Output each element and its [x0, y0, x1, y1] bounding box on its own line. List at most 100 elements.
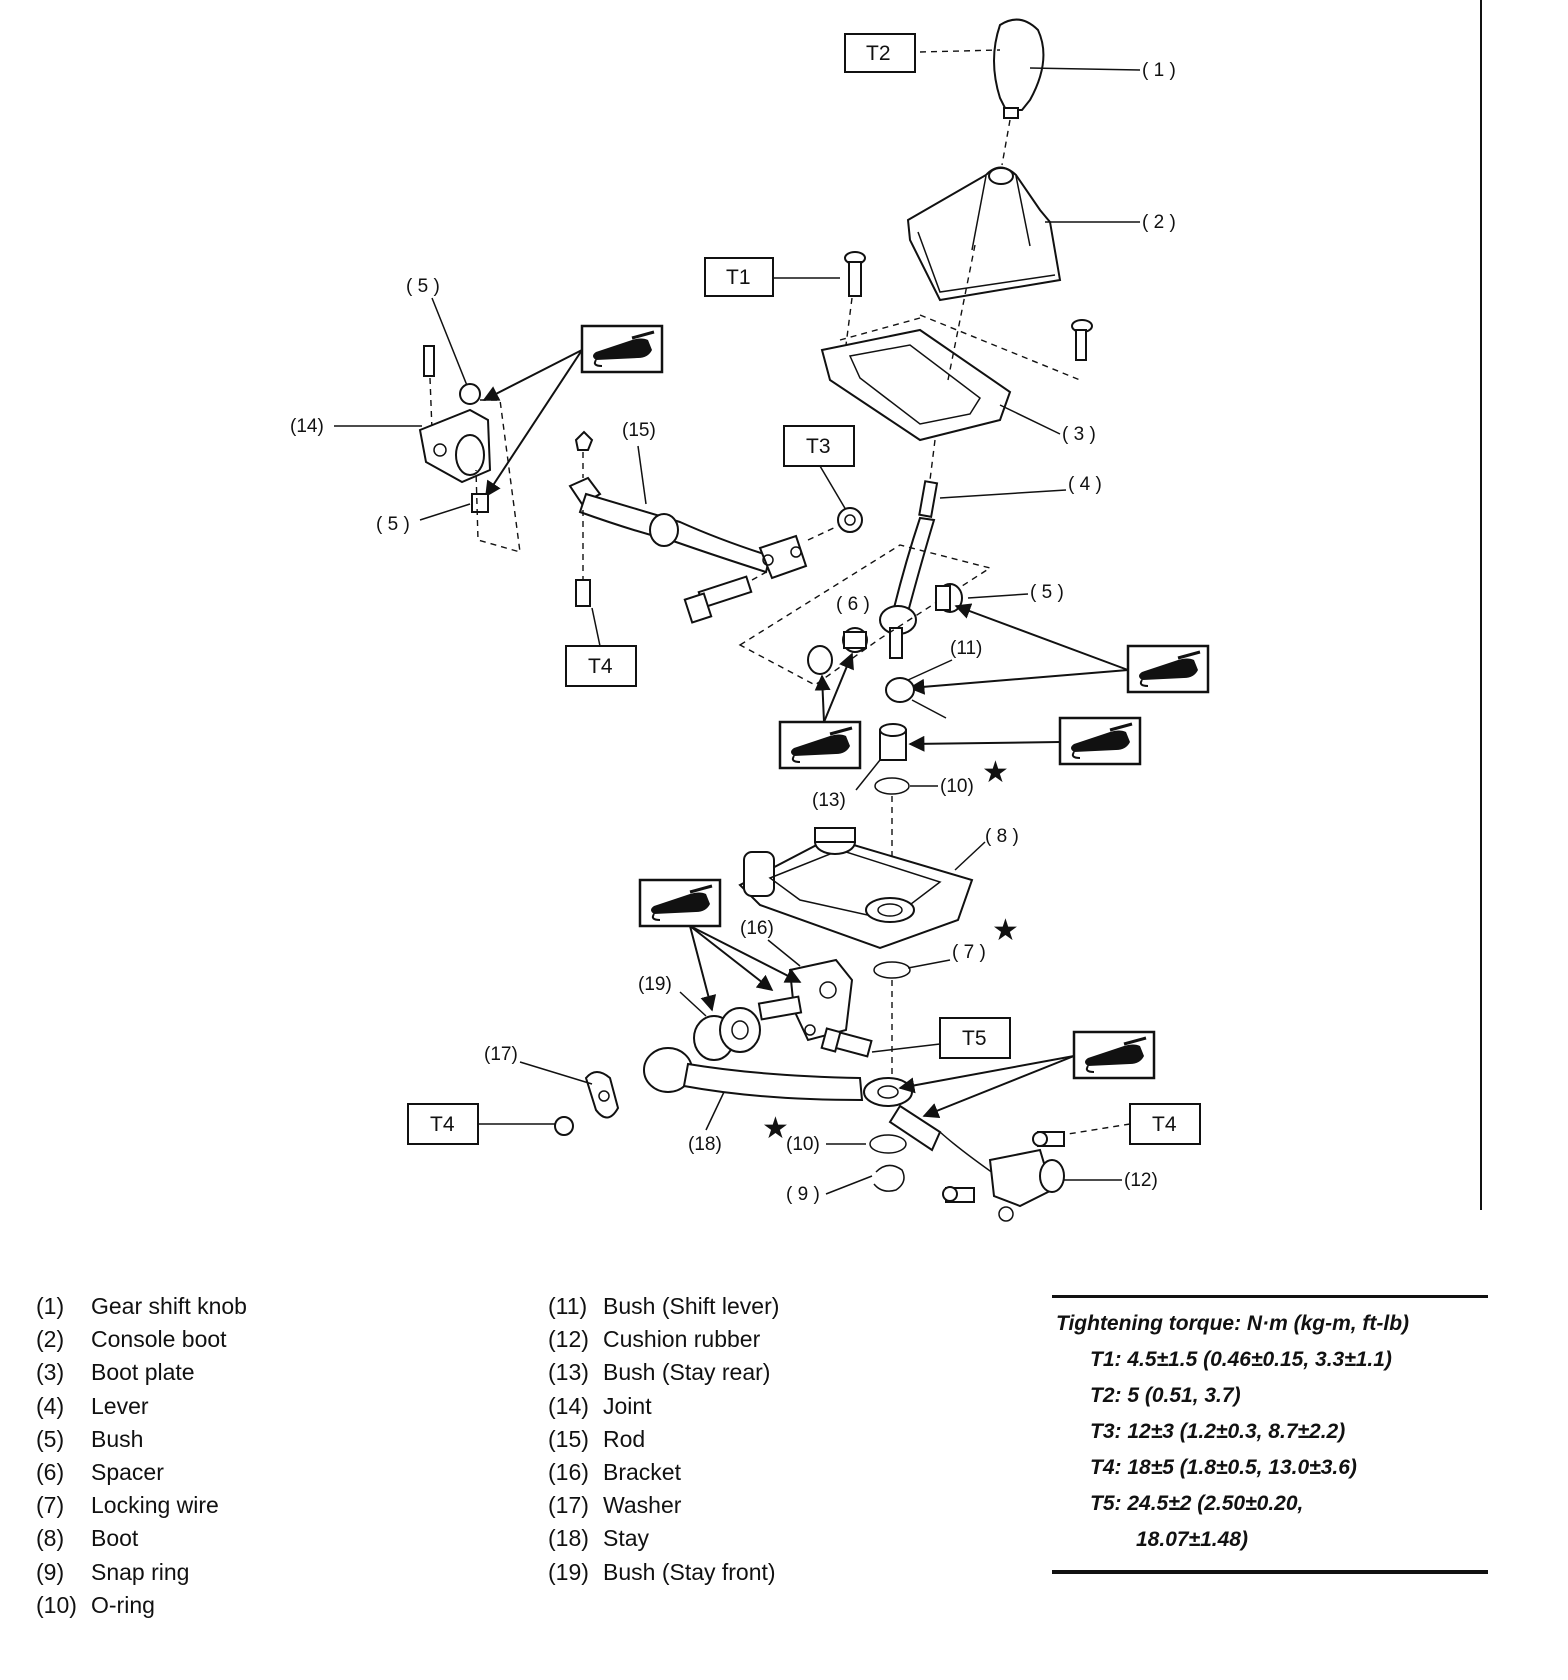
- washer: [584, 1071, 620, 1119]
- callout-1: ( 1 ): [1142, 60, 1176, 81]
- torque-label-t5: T5: [939, 1017, 1011, 1059]
- legend-item: (13)Bush (Stay rear): [548, 1359, 771, 1386]
- callout-11: (11): [950, 638, 982, 659]
- gear-shift-knob: [993, 18, 1045, 119]
- callout-12: (12): [1124, 1170, 1158, 1191]
- torque-label-t4-right: T4: [1129, 1103, 1201, 1145]
- nut: [574, 430, 594, 451]
- legend-item: (11)Bush (Shift lever): [548, 1293, 780, 1319]
- bolt: [683, 575, 753, 624]
- torque-label-t1: T1: [704, 257, 774, 297]
- tightening-torque-table: Tightening torque: N·m (kg-m, ft-lb) T1:…: [1052, 1295, 1488, 1574]
- svg-text:T1: T1: [726, 266, 751, 289]
- callout-8: ( 8 ): [985, 826, 1019, 847]
- callout-5-top: ( 5 ): [406, 276, 440, 297]
- callout-10-upper: (10): [940, 776, 974, 797]
- snap-ring: [873, 1164, 905, 1192]
- boot-plate: [820, 328, 1012, 442]
- bush-shift-lever: [885, 677, 947, 719]
- stay: [643, 1047, 1001, 1179]
- legend-item: (5)Bush: [36, 1425, 144, 1452]
- legend-item: (19)Bush (Stay front): [548, 1558, 776, 1585]
- grease-gun-icon: [638, 878, 722, 928]
- nut: [837, 507, 863, 533]
- callout-18: (18): [688, 1134, 722, 1155]
- grease-gun-icon: [778, 720, 862, 770]
- legend-item: (7)Locking wire: [36, 1492, 219, 1519]
- svg-text:T4: T4: [1152, 1113, 1177, 1136]
- legend-item: (10)O-ring: [36, 1591, 155, 1618]
- svg-text:T4: T4: [588, 655, 613, 678]
- callout-5-left: ( 5 ): [376, 514, 410, 535]
- bolt: [820, 1027, 873, 1058]
- grease-gun-icon: [580, 324, 664, 374]
- parts-legend-middle: (11)Bush (Shift lever) (12)Cushion rubbe…: [548, 1290, 779, 1589]
- bolt: [1032, 1131, 1065, 1147]
- joint: [418, 408, 492, 484]
- legend-item: (14)Joint: [548, 1392, 652, 1419]
- bush: [459, 383, 481, 405]
- screw: [1071, 319, 1093, 361]
- callout-7: ( 7 ): [952, 942, 986, 963]
- pin: [423, 345, 435, 377]
- o-ring: [869, 1134, 907, 1154]
- legend-item: (1)Gear shift knob: [36, 1293, 247, 1319]
- page-border-line: [1480, 0, 1482, 1210]
- nut: [554, 1116, 574, 1136]
- rod: [568, 476, 808, 580]
- grease-gun-icon: [1126, 644, 1210, 694]
- cushion-rubber: [988, 1148, 1065, 1222]
- legend-item: (17)Washer: [548, 1492, 682, 1519]
- torque-label-t3: T3: [783, 425, 855, 467]
- torque-label-t2: T2: [844, 33, 916, 73]
- callout-2: ( 2 ): [1142, 212, 1176, 233]
- spacer: [807, 627, 868, 675]
- legend-item: (15)Rod: [548, 1425, 646, 1452]
- svg-text:T3: T3: [806, 435, 831, 458]
- legend-item: (9)Snap ring: [36, 1558, 190, 1585]
- locking-wire: [873, 959, 951, 979]
- callout-16: (16): [740, 918, 774, 939]
- torque-table-title: Tightening torque: N·m (kg-m, ft-lb): [1056, 1312, 1410, 1335]
- console-boot: [906, 166, 1062, 302]
- legend-item: (3)Boot plate: [36, 1359, 195, 1386]
- legend-item: (18)Stay: [548, 1525, 650, 1552]
- star-icon: ★: [982, 756, 1009, 789]
- torque-row-t1: T1: 4.5±1.5 (0.46±0.15, 3.3±1.1): [1090, 1348, 1392, 1371]
- callout-4: ( 4 ): [1068, 474, 1102, 495]
- legend-item: (12)Cushion rubber: [548, 1326, 761, 1353]
- legend-item: (16)Bracket: [548, 1459, 681, 1486]
- callout-17: (17): [484, 1044, 518, 1065]
- exploded-diagram: ( 1 ) T2 ( 2 ) T1 ( 3 ): [290, 18, 1210, 1222]
- legend-item: (6)Spacer: [36, 1459, 164, 1486]
- torque-label-t4-lower: T4: [407, 1103, 479, 1145]
- callout-15: (15): [622, 420, 656, 441]
- grease-gun-icon: [1058, 716, 1142, 766]
- grease-gun-icon: [1072, 1030, 1156, 1080]
- callout-3: ( 3 ): [1062, 424, 1096, 445]
- callout-9: ( 9 ): [786, 1184, 820, 1205]
- bolt: [942, 1186, 975, 1203]
- star-icon: ★: [992, 914, 1019, 947]
- boot: [738, 827, 974, 950]
- svg-text:T5: T5: [962, 1027, 987, 1050]
- torque-row-t5: T5: 24.5±2 (2.50±0.20,: [1090, 1492, 1304, 1515]
- parts-legend-left: (1)Gear shift knob (2)Console boot (3)Bo…: [36, 1290, 247, 1622]
- callout-14: (14): [290, 416, 324, 437]
- legend-item: (2)Console boot: [36, 1326, 227, 1353]
- torque-row-t3: T3: 12±3 (1.2±0.3, 8.7±2.2): [1090, 1420, 1346, 1443]
- callout-10-lower: (10): [786, 1134, 820, 1155]
- bolt: [575, 579, 591, 607]
- callout-13: (13): [812, 790, 846, 811]
- svg-text:T4: T4: [430, 1113, 455, 1136]
- lever: [879, 480, 939, 659]
- torque-row-t2: T2: 5 (0.51, 3.7): [1090, 1384, 1241, 1407]
- star-icon: ★: [762, 1112, 789, 1145]
- svg-text:T2: T2: [866, 42, 891, 65]
- torque-row-t5-continued: 18.07±1.48): [1136, 1528, 1248, 1551]
- torque-label-t4-upper: T4: [565, 645, 637, 687]
- callout-6: ( 6 ): [836, 594, 870, 615]
- screw: [844, 251, 866, 297]
- legend-item: (4)Lever: [36, 1392, 149, 1419]
- legend-item: (8)Boot: [36, 1525, 139, 1552]
